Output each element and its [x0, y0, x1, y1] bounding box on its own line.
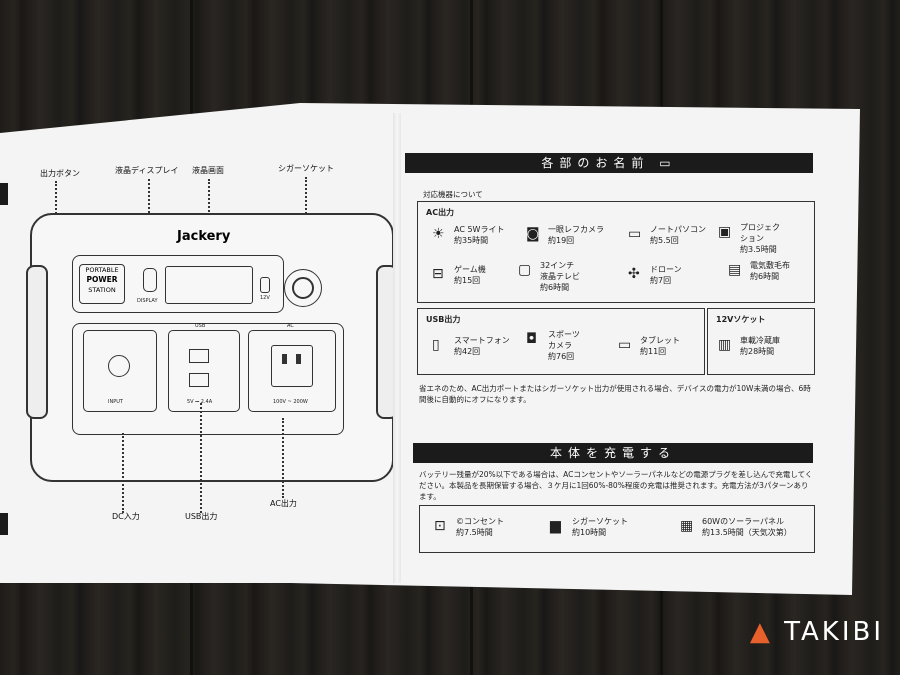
solar-panel-icon: ▦: [680, 518, 694, 534]
battery-icon: ▭: [659, 156, 677, 170]
device-item: シガーソケット約10時間: [572, 517, 628, 537]
label-power-button: 出力ボタン: [40, 169, 80, 178]
tab-marker: [0, 513, 8, 535]
watermark: ▲ TAKIBI: [749, 617, 884, 647]
game-console-icon: ⊟: [432, 266, 444, 282]
camera-icon: ◙: [526, 226, 540, 242]
charge-methods-box: ⊡ ©コンセント約7.5時間 ▆ シガーソケット約10時間 ▦ 60Wのソーラーパネル約1…: [419, 505, 815, 553]
section-title-parts: 各部のお名前 ▭: [405, 153, 813, 173]
device-item: スポーツ カメラ約76回: [548, 330, 580, 361]
device-item: ノートパソコン約5.5回: [650, 225, 706, 245]
12v-socket-box: 12Vソケット ▥車載冷蔵庫約28時間: [707, 308, 815, 375]
outlet-icon: ⊡: [434, 518, 446, 534]
charge-note: バッテリー残量が20%以下である場合は、ACコンセントやソーラーパネルなどの電源…: [419, 470, 813, 501]
projector-icon: ▣: [718, 224, 732, 240]
left-page: 出力ボタン 液晶ディスプレイ 液晶画面 シガーソケット Jackery PORT…: [0, 103, 398, 583]
device-item: プロジェク ション約3.5時間: [740, 223, 780, 254]
usb-panel: USB 5V ⎓ 2.4A: [168, 323, 240, 412]
power-button: [143, 268, 157, 292]
right-page: 各部のお名前 ▭ 対応機器について AC出力 ☀AC 5Wライト約35時間◙一眼…: [405, 143, 825, 588]
dc-input-port: [108, 355, 130, 377]
device-item: ©コンセント約7.5時間: [456, 517, 504, 537]
power-station-illustration: Jackery PORTABLE POWER STATION DISPLAY 1…: [26, 213, 398, 482]
device-item: 60Wのソーラーパネル約13.5時間（天気次第）: [702, 517, 792, 537]
label-usb-output: USB出力: [185, 512, 218, 521]
device-item: 一眼レフカメラ約19回: [548, 225, 604, 245]
usb-port-1: [189, 349, 209, 363]
blanket-icon: ▤: [728, 262, 742, 278]
label-lcd-screen: 液晶画面: [192, 166, 224, 175]
fridge-icon: ▥: [718, 337, 732, 353]
compatible-title: 対応機器について: [423, 190, 483, 199]
tab-marker: [0, 183, 8, 205]
device-item: 32インチ 液晶テレビ約6時間: [540, 261, 580, 292]
12v-button: [260, 277, 270, 293]
eco-note: 省エネのため、AC出力ポートまたはシガーソケット出力が使用される場合、デバイスの…: [419, 384, 811, 404]
device-item: タブレット約11回: [640, 336, 680, 356]
device-item: スマートフォン約42回: [454, 336, 510, 356]
instruction-manual: 出力ボタン 液晶ディスプレイ 液晶画面 シガーソケット Jackery PORT…: [0, 103, 860, 595]
laptop-icon: ▭: [628, 226, 642, 242]
light-bulb-icon: ☀: [432, 226, 445, 242]
usb-output-box: USB出力 ▯スマートフォン約42回◘スポーツ カメラ約76回▭タブレット約11…: [417, 308, 705, 375]
label-cigar-socket: シガーソケット: [278, 164, 334, 173]
section-title-charge: 本体を充電する: [413, 443, 813, 463]
drone-icon: ✣: [628, 266, 640, 282]
tv-icon: ▢: [518, 262, 532, 278]
label-dc-input: DC入力: [112, 512, 140, 521]
device-item: 電気敷毛布約6時間: [750, 261, 790, 281]
left-handle: [26, 265, 48, 419]
label-ac-output: AC出力: [270, 499, 297, 508]
page-fold: [393, 113, 401, 583]
car-icon: ▆: [550, 518, 561, 534]
cigar-socket-port: [284, 269, 322, 307]
ac-output-box: AC出力 ☀AC 5Wライト約35時間◙一眼レフカメラ約19回▭ノートパソコン約…: [417, 201, 815, 303]
lower-panel: INPUT USB 5V ⎓ 2.4A AC 100V ~ 200W: [72, 323, 344, 435]
ac-outlet: [271, 345, 313, 387]
dc-input-panel: INPUT: [83, 330, 157, 412]
smartphone-icon: ▯: [432, 337, 440, 353]
device-item: ゲーム機約15回: [454, 265, 486, 285]
ac-panel: AC 100V ~ 200W: [248, 323, 336, 412]
device-item: AC 5Wライト約35時間: [454, 225, 505, 245]
sports-camera-icon: ◘: [526, 331, 538, 347]
label-lcd-display: 液晶ディスプレイ: [115, 166, 179, 175]
flame-icon: ▲: [749, 617, 773, 647]
portable-badge: PORTABLE POWER STATION: [79, 264, 125, 304]
lcd-screen: [165, 266, 253, 304]
device-item: 車載冷蔵庫約28時間: [740, 336, 780, 356]
tablet-icon: ▭: [618, 337, 632, 353]
device-item: ドローン約7回: [650, 265, 682, 285]
brand-logo: Jackery: [177, 229, 231, 244]
usb-port-2: [189, 373, 209, 387]
top-panel: PORTABLE POWER STATION DISPLAY: [72, 255, 284, 313]
